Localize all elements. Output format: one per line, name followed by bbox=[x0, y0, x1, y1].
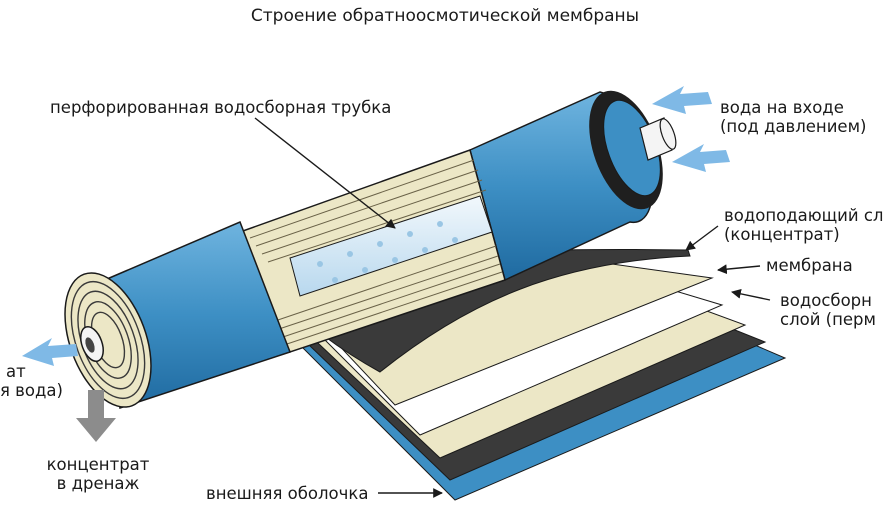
label-outer-shell: внешняя оболочка bbox=[206, 484, 369, 503]
label-inlet-line1: вода на входе bbox=[720, 98, 844, 117]
label-perforated-tube: перфорированная водосборная трубка bbox=[50, 98, 392, 117]
label-permeate-out-line2: я вода) bbox=[0, 381, 63, 400]
concentrate-drain-arrow bbox=[76, 390, 116, 442]
label-drain-line1: концентрат bbox=[46, 455, 150, 474]
leader-permeate-layer bbox=[731, 289, 771, 301]
flow-arrows bbox=[22, 86, 730, 442]
permeate-out-arrow bbox=[22, 338, 78, 366]
label-permeate-layer: водосборн слой (перм bbox=[780, 291, 876, 329]
label-permeate-layer-line1: водосборн bbox=[780, 291, 872, 310]
label-permeate-out-line1: ат bbox=[6, 362, 26, 381]
tube-perforations bbox=[317, 221, 458, 283]
leader-feed bbox=[685, 225, 719, 251]
membrane-cylinder bbox=[64, 90, 677, 409]
label-inlet: вода на входе (под давлением) bbox=[720, 98, 866, 136]
inlet-arrow-upper bbox=[652, 86, 712, 114]
label-feed-line1: водоподающий сл bbox=[724, 206, 884, 225]
label-permeate-out: ат я вода) bbox=[0, 362, 63, 400]
leader-tube bbox=[254, 117, 396, 229]
label-membrane: мембрана bbox=[766, 256, 853, 275]
roll-stripes bbox=[249, 159, 503, 346]
label-permeate-layer-line2: слой (перм bbox=[780, 310, 876, 329]
label-inlet-line2: (под давлением) bbox=[720, 117, 867, 136]
leader-membrane bbox=[717, 264, 761, 275]
diagram-title: Строение обратноосмотической мембраны bbox=[250, 6, 640, 26]
leader-lines bbox=[254, 117, 771, 498]
inlet-arrow-lower bbox=[672, 144, 730, 172]
label-feed-line2: (концентрат) bbox=[724, 225, 840, 244]
label-drain-line2: в дренаж bbox=[56, 474, 140, 493]
collection-tube bbox=[289, 195, 493, 297]
label-drain: концентрат в дренаж bbox=[44, 455, 152, 493]
label-feed-spacer: водоподающий сл (концентрат) bbox=[724, 206, 883, 244]
